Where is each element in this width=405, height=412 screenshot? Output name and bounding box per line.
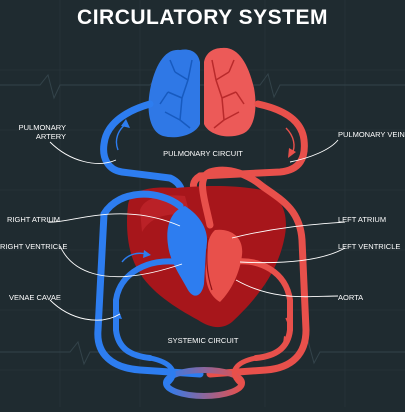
right-atrium-ventricle (167, 206, 208, 296)
ecg-line (0, 339, 405, 366)
flow-arrow-head (283, 336, 291, 344)
flow-arrow-blue (115, 123, 127, 151)
venae-cavae-lower-vessel (113, 258, 181, 361)
capillary-connector (149, 355, 176, 385)
septum-highlight (206, 237, 213, 291)
pulmonary-artery-label-line2: ARTERY (35, 132, 66, 141)
systemic-circuit-label: SYSTEMIC CIRCUIT (167, 336, 239, 345)
right-lung (148, 49, 200, 138)
left-lung (204, 47, 256, 137)
left-atrium-label: LEFT ATRIUM (338, 215, 387, 224)
pulmonary-artery-label: PULMONARY ARTERY (8, 123, 66, 141)
flow-arrow-head (288, 148, 296, 158)
pulmonary-circuit-label: PULMONARY CIRCUIT (163, 149, 243, 158)
aorta-vessel (199, 166, 310, 378)
venae-cavae-vessel (94, 190, 204, 378)
right-atrium-label: RIGHT ATRIUM (7, 215, 61, 224)
venae-cavae-label: VENAE CAVAE (9, 293, 61, 302)
capillary-loop (163, 367, 245, 399)
diagram-title: CIRCULATORY SYSTEM (77, 6, 328, 29)
leader-lines (47, 139, 346, 321)
aorta-label: AORTA (338, 293, 364, 302)
right-ventricle-label: RIGHT VENTRICLE (0, 242, 68, 251)
flow-arrow-head (143, 250, 151, 258)
left-ventricle-label: LEFT VENTRICLE (338, 242, 401, 251)
ecg-line (0, 72, 405, 100)
capillary-connector (232, 355, 257, 385)
flow-arrow-head (121, 119, 130, 128)
pulmonary-artery-label-line1: PULMONARY (18, 123, 66, 132)
left-atrium-ventricle (205, 229, 243, 302)
pulmonary-vein-label: PULMONARY VEIN (338, 130, 405, 139)
